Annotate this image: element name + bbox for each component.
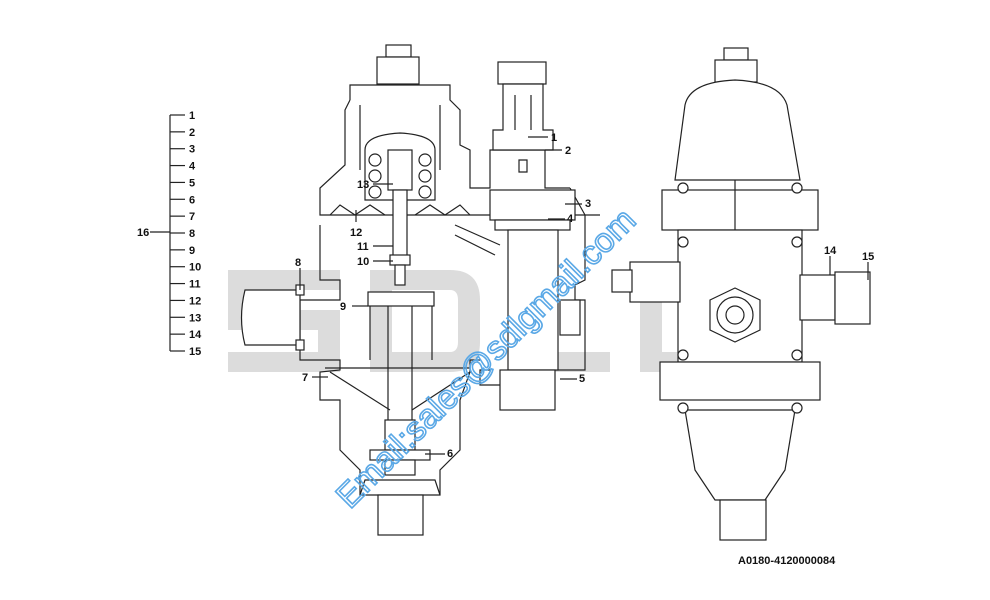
callout-6: 6 bbox=[447, 448, 453, 460]
callout-8: 8 bbox=[295, 257, 301, 269]
callout-15: 15 bbox=[862, 251, 874, 263]
legend-item: 12 bbox=[189, 295, 201, 307]
legend-item: 13 bbox=[189, 312, 201, 324]
callout-5: 5 bbox=[579, 373, 585, 385]
legend-item: 6 bbox=[189, 194, 195, 206]
callout-11: 11 bbox=[357, 241, 369, 253]
legend-item: 4 bbox=[189, 161, 196, 173]
legend-item: 10 bbox=[189, 262, 201, 274]
callout-3: 3 bbox=[585, 198, 591, 210]
legend-item: 2 bbox=[189, 127, 195, 139]
callout-10: 10 bbox=[357, 256, 369, 268]
callout-7: 7 bbox=[302, 372, 308, 384]
callout-2: 2 bbox=[565, 145, 571, 157]
legend-bracket bbox=[150, 114, 185, 352]
callout-13: 13 bbox=[357, 179, 369, 191]
legend-item: 14 bbox=[189, 329, 202, 341]
legend-item: 15 bbox=[189, 346, 201, 358]
legend-item: 9 bbox=[189, 245, 195, 257]
callout-1: 1 bbox=[551, 132, 557, 144]
legend-item: 3 bbox=[189, 144, 195, 156]
legend-item: 1 bbox=[189, 110, 195, 122]
legend-item: 11 bbox=[189, 279, 201, 291]
callout-9: 9 bbox=[340, 301, 346, 313]
callout-4: 4 bbox=[567, 213, 574, 225]
callout-12: 12 bbox=[350, 227, 362, 239]
legend-group-label: 16 bbox=[137, 227, 149, 239]
legend-item: 7 bbox=[189, 211, 195, 223]
sectional-view bbox=[240, 44, 600, 536]
exterior-view bbox=[611, 47, 871, 541]
legend-item: 8 bbox=[189, 228, 195, 240]
legend-item: 5 bbox=[189, 177, 195, 189]
drawing-code: A0180-4120000084 bbox=[738, 555, 836, 567]
callout-14: 14 bbox=[824, 245, 837, 257]
callout-leaders bbox=[299, 136, 869, 455]
